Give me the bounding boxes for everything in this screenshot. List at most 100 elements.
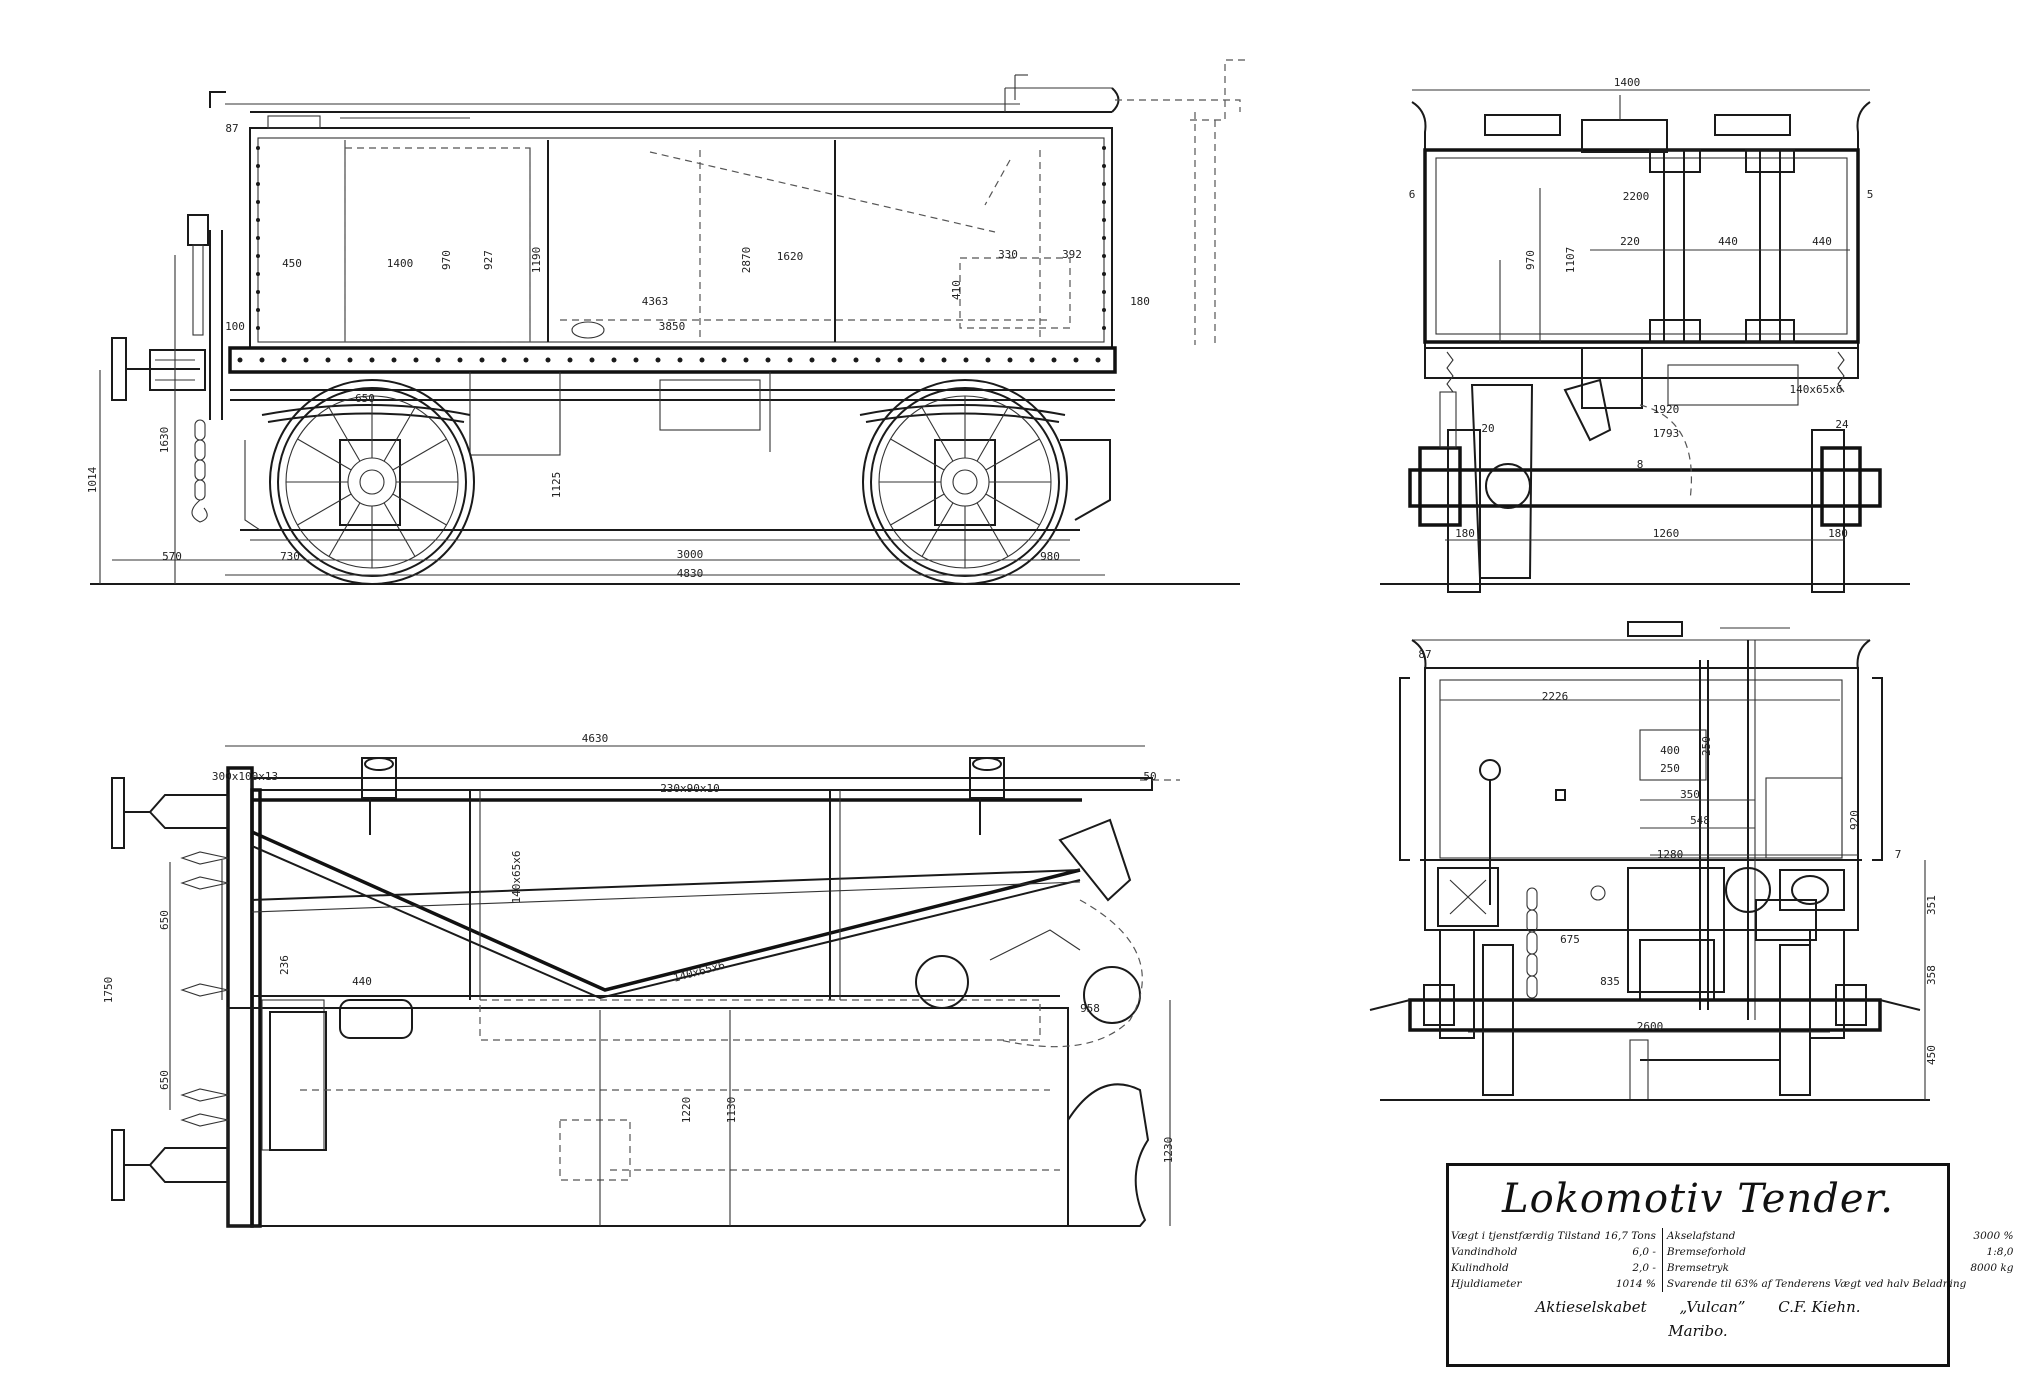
rivet xyxy=(1102,272,1106,276)
dimension-label: 5 xyxy=(1867,188,1874,201)
dimension-label: 958 xyxy=(1080,1002,1100,1015)
rivet xyxy=(369,357,375,363)
spec-value-left: 6,0 - xyxy=(1632,1246,1656,1258)
rivet xyxy=(1007,357,1013,363)
rivet xyxy=(237,357,243,363)
dimension-label: 1260 xyxy=(1653,527,1680,540)
spec-label-right: Bremseforhold xyxy=(1661,1244,1969,1260)
rivet xyxy=(1102,146,1106,150)
dimension-label: 3000 xyxy=(677,548,704,561)
rivet xyxy=(256,200,260,204)
rivet xyxy=(256,254,260,258)
rivet xyxy=(963,357,969,363)
rivet xyxy=(523,357,529,363)
plan-buffers xyxy=(111,777,229,1201)
rivet xyxy=(1102,164,1106,168)
wheel-ring xyxy=(870,387,1060,577)
dimension-label: 351 xyxy=(1925,895,1938,915)
rivet xyxy=(413,357,419,363)
rivet xyxy=(1102,326,1106,330)
coupling-chain xyxy=(191,419,208,523)
dimension-label: 650 xyxy=(158,1070,171,1090)
rivet xyxy=(1102,290,1106,294)
rivet xyxy=(633,357,639,363)
dimension-label: 100 xyxy=(225,320,245,333)
rivet xyxy=(875,357,881,363)
dimension-label: 450 xyxy=(1925,1045,1938,1065)
dimension-label: 250 xyxy=(1660,762,1680,775)
rivet xyxy=(457,357,463,363)
dimension-label: 440 xyxy=(1812,235,1832,248)
dimension-label: 358 xyxy=(1925,965,1938,985)
rivet xyxy=(303,357,309,363)
dimension-label: 920 xyxy=(1848,810,1861,830)
dimension-label: 180 xyxy=(1455,527,1475,540)
dimension-label: 835 xyxy=(1600,975,1620,988)
rivet xyxy=(259,357,265,363)
spec-label-right: Svarende til 63% af Tenderens Vægt ved h… xyxy=(1661,1276,1969,1292)
spec-label-right: Akselafstand xyxy=(1661,1228,1969,1244)
dimension-label: 350 xyxy=(1680,788,1700,801)
dimension-label: 4830 xyxy=(677,567,704,580)
dimension-label: 6 xyxy=(1409,188,1416,201)
wheel-spoke xyxy=(328,407,361,462)
end-view-rear xyxy=(1380,89,1910,593)
dimension-label: 140x65x6 xyxy=(672,958,727,984)
dimension-label: 548 xyxy=(1690,814,1710,827)
dimension-label: 1400 xyxy=(1614,76,1641,89)
rivet xyxy=(1029,357,1035,363)
rivet xyxy=(501,357,507,363)
rivet xyxy=(1051,357,1057,363)
dimension-label: 3850 xyxy=(659,320,686,333)
maker-line: Aktieselskabet „Vulcan” C.F. Kiehn. xyxy=(1449,1298,1947,1316)
dimension-label: 330 xyxy=(998,248,1018,261)
wheel-spoke xyxy=(921,407,954,462)
spec-value-left: 1014 % xyxy=(1615,1278,1656,1290)
rivet xyxy=(545,357,551,363)
dimension-label: 1107 xyxy=(1564,247,1577,274)
rivet xyxy=(1102,182,1106,186)
dimension-label: 1750 xyxy=(102,977,115,1004)
wheel-ring xyxy=(347,457,397,507)
wheel-spoke xyxy=(890,438,945,471)
dimension-label: 4630 xyxy=(582,732,609,745)
dimension-label: 730 xyxy=(280,550,300,563)
dimension-label: 440 xyxy=(1718,235,1738,248)
spec-label-left: Kulindhold xyxy=(1451,1262,1509,1274)
rivet xyxy=(256,218,260,222)
spec-label-left: Vægt i tjenstfærdig Tilstand xyxy=(1451,1230,1601,1242)
dimension-label: 2200 xyxy=(1623,190,1650,203)
plan-view xyxy=(111,745,1180,1228)
rivet xyxy=(1073,357,1079,363)
dimension-label: 1630 xyxy=(158,427,171,454)
rivet xyxy=(721,357,727,363)
city-line: Maribo. xyxy=(1449,1322,1947,1340)
dimension-label: 8 xyxy=(1637,458,1644,471)
rivet xyxy=(787,357,793,363)
spec-value-right: 3000 % xyxy=(1973,1230,2014,1242)
maker-label: Aktieselskabet xyxy=(1535,1298,1647,1316)
rivet xyxy=(256,182,260,186)
dimension-label: 650 xyxy=(158,910,171,930)
dimension-label: 650 xyxy=(355,392,375,405)
rivet xyxy=(985,357,991,363)
dimension-label: 87 xyxy=(225,122,238,135)
dimension-label: 220 xyxy=(1620,235,1640,248)
rivet xyxy=(567,357,573,363)
dimension-label: 1620 xyxy=(777,250,804,263)
dimension-label: 2600 xyxy=(1637,1020,1664,1033)
dimension-label: 7 xyxy=(1895,848,1902,861)
rivet xyxy=(1102,254,1106,258)
rivet xyxy=(347,357,353,363)
wheel-spoke xyxy=(985,438,1040,471)
wheel-spoke xyxy=(392,493,447,526)
rivet xyxy=(256,146,260,150)
dimension-label: 450 xyxy=(282,257,302,270)
dimension-label: 570 xyxy=(162,550,182,563)
rivet xyxy=(256,164,260,168)
side-view-wheels xyxy=(269,379,1068,585)
